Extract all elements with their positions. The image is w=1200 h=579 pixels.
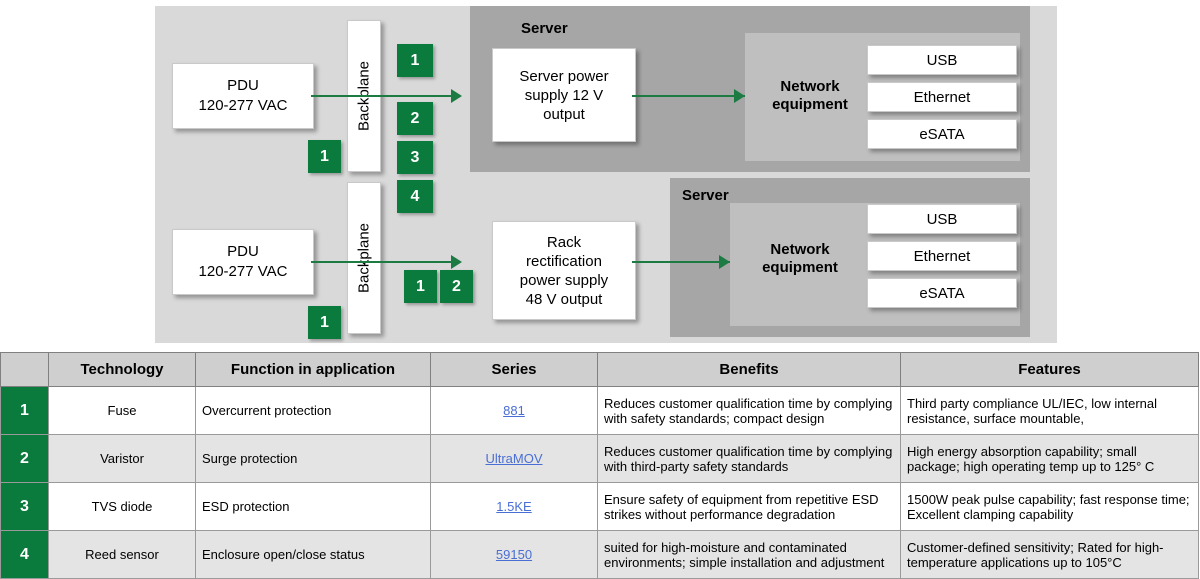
badge-pdu-top-1: 1 [308,140,341,173]
cell-function: Overcurrent protection [195,386,431,435]
port-usb-bottom: USB [867,204,1017,234]
cell-benefits: Ensure safety of equipment from repetiti… [597,482,901,531]
server-title-bottom: Server [682,187,729,204]
pdu-block-bottom: PDU 120-277 VAC [172,229,314,295]
badge-backplane-top-2: 2 [397,102,433,135]
pdu-top-line2: 120-277 VAC [198,97,288,114]
badge-rack-line-2: 2 [440,270,473,303]
arrow-head-psu-bottom-icon [451,255,462,269]
wire-pdu-bottom-to-psu [311,261,451,263]
cell-technology: Reed sensor [48,530,196,579]
badge-backplane-top-3: 3 [397,141,433,174]
network-equipment-label-bottom: Network equipment [745,241,855,277]
network-equipment-label-top-line2: equipment [772,96,848,113]
backplane-bottom: Backplane [347,182,381,334]
cell-function: ESD protection [195,482,431,531]
table-header-row: Technology Function in application Serie… [0,352,1199,387]
column-header-function: Function in application [195,352,431,387]
table-row: 3 TVS diode ESD protection 1.5KE Ensure … [0,482,1199,531]
server-title-top: Server [521,20,568,37]
cell-benefits: suited for high-moisture and contaminate… [597,530,901,579]
cell-features: Customer-defined sensitivity; Rated for … [900,530,1199,579]
cell-series: 59150 [430,530,598,579]
cell-series: 881 [430,386,598,435]
cell-features: 1500W peak pulse capability; fast respon… [900,482,1199,531]
cell-function: Surge protection [195,434,431,483]
badge-backplane-top-1: 1 [397,44,433,77]
table-row: 4 Reed sensor Enclosure open/close statu… [0,530,1199,579]
series-link[interactable]: 881 [503,403,525,418]
port-esata-top: eSATA [867,119,1017,149]
psu-bottom-line4: 48 V output [525,290,603,308]
network-equipment-label-bottom-line1: Network [770,241,830,258]
cell-series: UltraMOV [430,434,598,483]
component-table-wrapper: Technology Function in application Serie… [0,352,1200,579]
column-header-benefits: Benefits [597,352,901,387]
psu-top-line2: supply 12 V [524,86,604,104]
network-equipment-label-bottom-line2: equipment [762,259,838,276]
server-power-supply-block: Server power supply 12 V output [492,48,636,142]
table-row: 1 Fuse Overcurrent protection 881 Reduce… [0,386,1199,435]
psu-top-line1: Server power [519,67,609,85]
wire-pdu-top-to-psu [311,95,451,97]
row-number-badge: 3 [0,482,49,531]
arrow-head-network-top-icon [734,89,745,103]
psu-bottom-line1: Rack [546,233,582,251]
pdu-bottom-line2: 120-277 VAC [198,263,288,280]
cell-benefits: Reduces customer qualification time by c… [597,386,901,435]
series-link[interactable]: UltraMOV [485,451,543,466]
cell-technology: TVS diode [48,482,196,531]
network-equipment-label-top: Network equipment [755,78,865,114]
cell-technology: Fuse [48,386,196,435]
row-number-badge: 4 [0,530,49,579]
port-esata-bottom: eSATA [867,278,1017,308]
backplane-bottom-label: Backplane [355,222,373,294]
cell-benefits: Reduces customer qualification time by c… [597,434,901,483]
column-header-series: Series [430,352,598,387]
network-equipment-label-top-line1: Network [780,78,840,95]
wire-psu-bottom-to-network [632,261,730,263]
psu-top-line3: output [543,105,585,123]
pdu-block-top: PDU 120-277 VAC [172,63,314,129]
system-block-diagram: Server Server Network equipment Network … [155,6,1057,343]
cell-features: Third party compliance UL/IEC, low inter… [900,386,1199,435]
port-ethernet-top: Ethernet [867,82,1017,112]
series-link[interactable]: 59150 [495,547,533,562]
port-usb-top: USB [867,45,1017,75]
column-header-technology: Technology [48,352,196,387]
pdu-bottom-line1: PDU [227,243,259,260]
series-link[interactable]: 1.5KE [496,499,532,514]
badge-backplane-top-4: 4 [397,180,433,213]
cell-series: 1.5KE [430,482,598,531]
row-number-badge: 2 [0,434,49,483]
row-number-badge: 1 [0,386,49,435]
arrow-head-psu-top-icon [451,89,462,103]
psu-bottom-line3: power supply [519,271,609,289]
port-ethernet-bottom: Ethernet [867,241,1017,271]
cell-features: High energy absorption capability; small… [900,434,1199,483]
cell-function: Enclosure open/close status [195,530,431,579]
component-table: Technology Function in application Serie… [0,352,1199,579]
psu-bottom-line2: rectification [526,252,602,270]
cell-technology: Varistor [48,434,196,483]
pdu-top-line1: PDU [227,77,259,94]
column-header-number [0,352,49,387]
wire-psu-top-to-network [632,95,745,97]
badge-pdu-bottom-1: 1 [308,306,341,339]
badge-rack-line-1: 1 [404,270,437,303]
arrow-head-network-bottom-icon [719,255,730,269]
table-row: 2 Varistor Surge protection UltraMOV Red… [0,434,1199,483]
column-header-features: Features [900,352,1199,387]
rack-rectification-power-supply-block: Rack rectification power supply 48 V out… [492,221,636,320]
